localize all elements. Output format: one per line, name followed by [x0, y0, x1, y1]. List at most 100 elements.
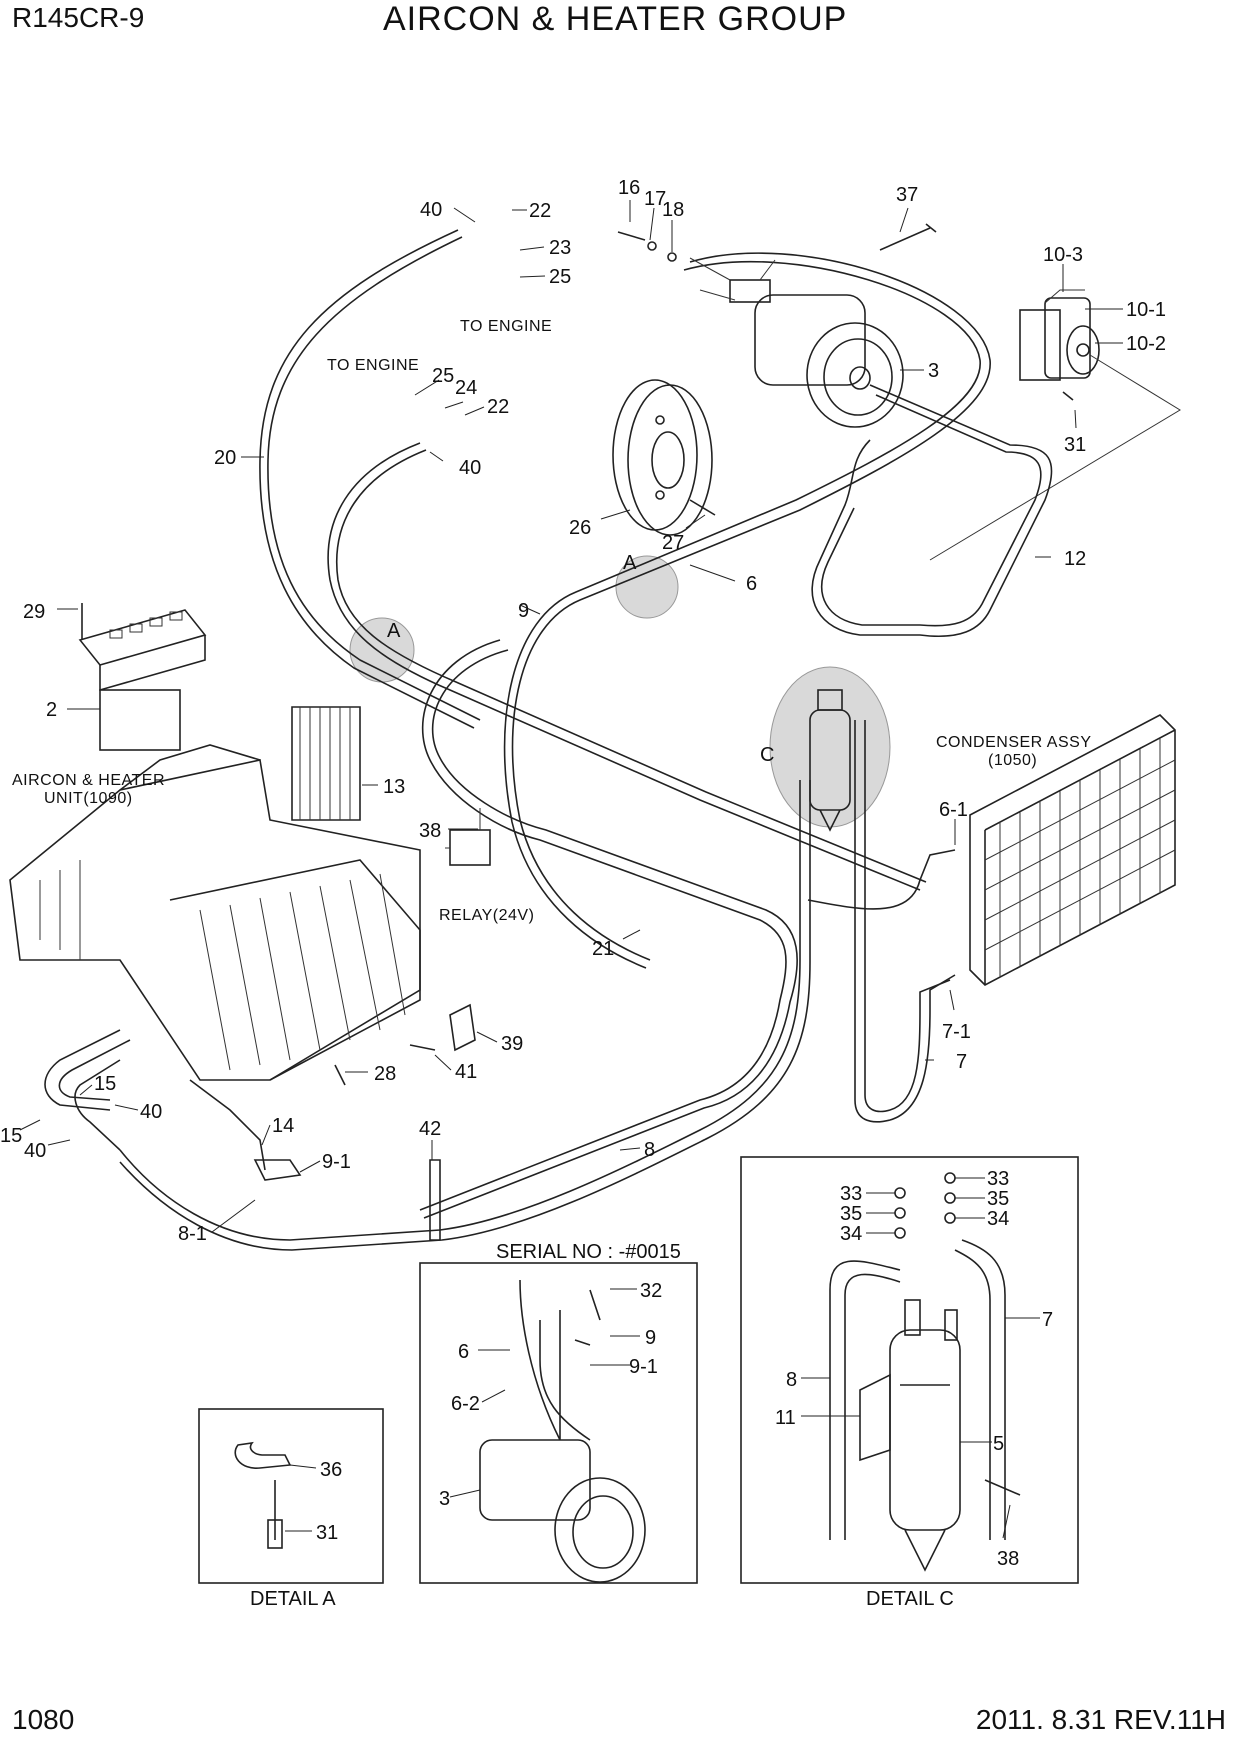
callout-40-lower: 40 [140, 1101, 162, 1123]
callouts: 40 22 23 25 16 17 18 37 10-3 10-1 10-2 3… [0, 177, 1166, 1570]
hose-6 [503, 252, 991, 969]
marker-a-right: A [623, 552, 637, 574]
callout-34-right: 34 [987, 1208, 1009, 1230]
unit-caption-line2: UNIT(1090) [44, 790, 133, 807]
callout-38-detail-c: 38 [997, 1548, 1019, 1570]
callout-9: 9 [518, 600, 529, 622]
callout-31-detail-a: 31 [316, 1522, 338, 1544]
callout-13: 13 [383, 776, 405, 798]
callout-38: 38 [419, 820, 441, 842]
callout-6: 6 [746, 573, 757, 595]
detail-c-box [740, 1156, 1079, 1584]
callout-40-left: 40 [459, 457, 481, 479]
to-engine-caption-left: TO ENGINE [327, 357, 419, 374]
detail-c-nuts [894, 1172, 956, 1239]
v-belt [811, 384, 1053, 638]
marker-c: C [760, 744, 774, 766]
detail-a-caption: DETAIL A [250, 1588, 336, 1610]
callout-33-left: 33 [840, 1183, 862, 1205]
pipe-14 [189, 1079, 266, 1171]
page-title: AIRCON & HEATER GROUP [383, 0, 848, 38]
callout-7: 7 [956, 1051, 967, 1073]
callout-5: 5 [993, 1433, 1004, 1455]
callout-6-1: 6-1 [939, 799, 968, 821]
clamp-42 [429, 1159, 441, 1241]
callout-14: 14 [272, 1115, 294, 1137]
relay-caption: RELAY(24V) [439, 907, 534, 924]
callout-20: 20 [214, 447, 236, 469]
callout-40-bottom: 40 [24, 1140, 46, 1162]
callout-7-detail-c: 7 [1042, 1309, 1053, 1331]
callout-10-2: 10-2 [1126, 333, 1166, 355]
callout-42: 42 [419, 1118, 441, 1140]
callout-15-lower: 15 [0, 1125, 22, 1147]
serial-detail-box [419, 1262, 698, 1584]
callout-15: 15 [94, 1073, 116, 1095]
callout-17: 17 [644, 188, 666, 210]
callout-9-1: 9-1 [322, 1151, 351, 1173]
bolt-37 [879, 223, 937, 251]
callout-10-1: 10-1 [1126, 299, 1166, 321]
callout-31: 31 [1064, 434, 1086, 456]
hose-7 [854, 720, 956, 1123]
callout-25-left: 25 [432, 365, 454, 387]
callout-8-detail-c: 8 [786, 1369, 797, 1391]
callout-9-1-serial: 9-1 [629, 1356, 658, 1378]
detail-c-caption: DETAIL C [866, 1588, 954, 1610]
control-panel [78, 609, 207, 751]
callout-25: 25 [549, 266, 571, 288]
callout-2: 2 [46, 699, 57, 721]
hose-6-1-to-condenser [807, 849, 956, 910]
model-number: R145CR-9 [12, 2, 145, 33]
tensioner-pulley [1019, 289, 1100, 401]
callout-6-2: 6-2 [451, 1393, 480, 1415]
callout-33-right: 33 [987, 1168, 1009, 1190]
callout-16: 16 [618, 177, 640, 199]
leader-lines [19, 200, 1123, 1539]
callout-10-3: 10-3 [1043, 244, 1083, 266]
callout-40: 40 [420, 199, 442, 221]
fitting-8-1 [253, 1159, 302, 1181]
bracket-39 [449, 1003, 476, 1052]
compressor [689, 257, 904, 428]
screw-41 [409, 1044, 436, 1051]
callout-18: 18 [662, 199, 684, 221]
callout-41: 41 [455, 1061, 477, 1083]
crank-pulley [612, 379, 716, 536]
callout-12: 12 [1064, 548, 1086, 570]
callout-8-1: 8-1 [178, 1223, 207, 1245]
callout-24: 24 [455, 377, 477, 399]
heater-tubes-15 [44, 1029, 131, 1151]
callout-23: 23 [549, 237, 571, 259]
callout-7-1: 7-1 [942, 1021, 971, 1043]
callout-32: 32 [640, 1280, 662, 1302]
relay [445, 808, 491, 866]
callout-8: 8 [644, 1139, 655, 1161]
callout-22-left: 22 [487, 396, 509, 418]
condenser-caption-line1: CONDENSER ASSY [936, 734, 1091, 751]
hose-8 [119, 780, 811, 1251]
callout-9-serial: 9 [645, 1327, 656, 1349]
callout-26: 26 [569, 517, 591, 539]
callout-6-serial: 6 [458, 1341, 469, 1363]
to-engine-caption-top: TO ENGINE [460, 318, 552, 335]
detail-c-drier [829, 1239, 1021, 1572]
bolt-16-17-18 [617, 231, 677, 262]
aircon-heater-unit [9, 744, 421, 1081]
callout-37: 37 [896, 184, 918, 206]
receiver-drier [809, 689, 851, 832]
condenser [969, 714, 1176, 986]
callout-39: 39 [501, 1033, 523, 1055]
hose-21 [419, 639, 798, 1219]
detail-a-marker-circle-left [349, 617, 415, 683]
unit-caption-line1: AIRCON & HEATER [12, 772, 165, 789]
callout-35-right: 35 [987, 1188, 1009, 1210]
callout-22: 22 [529, 200, 551, 222]
callout-29: 29 [23, 601, 45, 623]
detail-a-box [198, 1408, 384, 1584]
callout-3-serial: 3 [439, 1488, 450, 1510]
screw-28 [334, 1064, 346, 1086]
callout-3: 3 [928, 360, 939, 382]
callout-35-left: 35 [840, 1203, 862, 1225]
